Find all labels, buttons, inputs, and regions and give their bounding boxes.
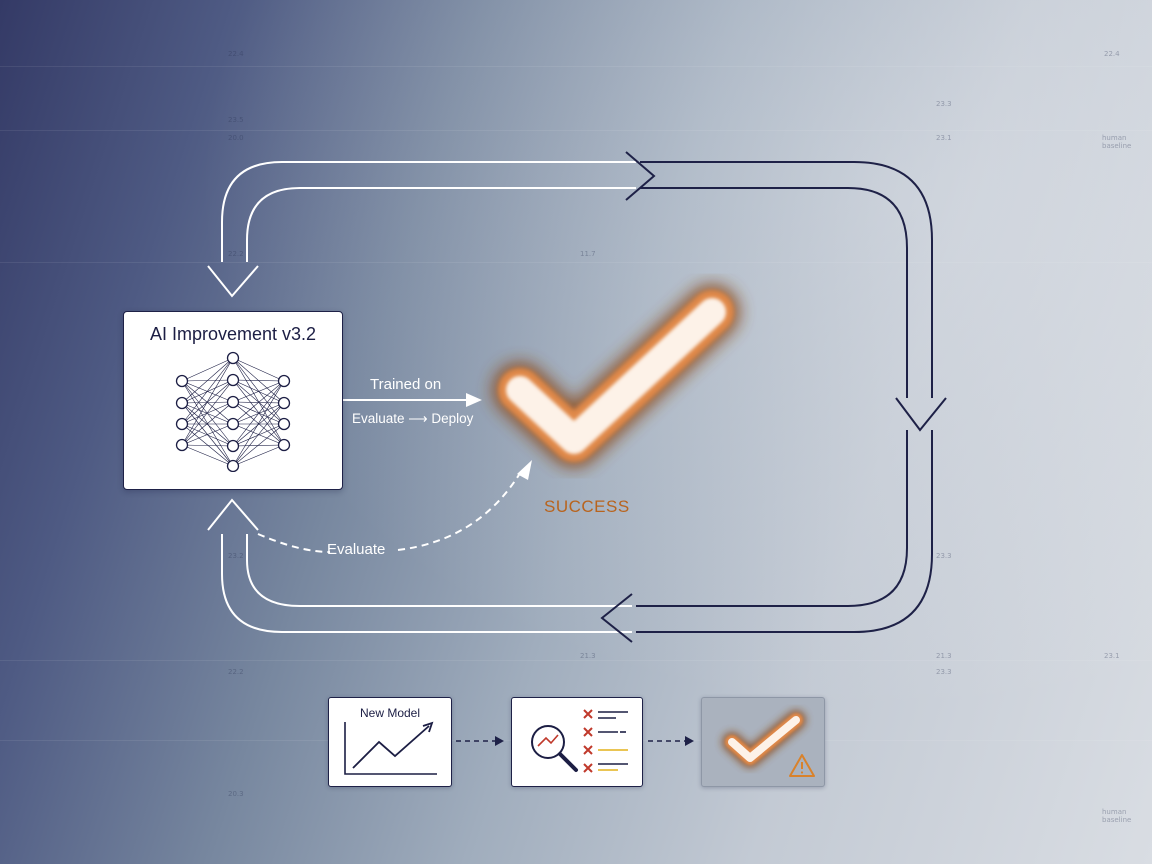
grid-line	[0, 660, 1152, 661]
arrow-evaluate-dashed	[257, 460, 532, 553]
line-chart-icon	[344, 721, 437, 775]
tick-label: human baseline	[1102, 808, 1132, 824]
tick-label: 21.3	[936, 652, 952, 660]
arrow-card-1-2	[456, 736, 504, 746]
neural-network-icon	[175, 351, 291, 472]
label-evaluate-deploy: Evaluate ⟶ Deploy	[352, 411, 474, 426]
arrow-card-2-3	[648, 736, 694, 746]
label-evaluate: Evaluate	[327, 541, 386, 558]
tick-label: 21.3	[580, 652, 596, 660]
x-icon	[583, 709, 593, 773]
tick-label: 23.5	[228, 116, 244, 124]
tick-label: 11.7	[580, 250, 596, 258]
card-new-model-title: New Model	[359, 706, 421, 720]
arrow-trained-on	[342, 393, 482, 407]
warning-icon	[789, 754, 815, 777]
tick-label: human baseline	[1102, 134, 1132, 150]
label-trained-on: Trained on	[370, 376, 442, 393]
tick-label: 22.4	[1104, 50, 1120, 58]
grid-line	[0, 66, 1152, 67]
grid-line	[0, 130, 1152, 131]
tick-label: 23.2	[228, 552, 244, 560]
magnifier-icon	[531, 709, 628, 773]
model-panel: AI Improvement v3.2	[123, 311, 343, 490]
check-icon	[722, 710, 806, 768]
tick-label: 23.1	[1104, 652, 1120, 660]
deploy-visual	[722, 710, 815, 777]
loop-arrow-white-bottom	[207, 498, 632, 633]
card-evaluation	[511, 697, 643, 787]
tick-label: 23.1	[936, 134, 952, 142]
check-icon	[492, 284, 740, 468]
success-label: SUCCESS	[544, 497, 630, 516]
tick-label: 22.4	[228, 50, 244, 58]
model-title: AI Improvement v3.2	[149, 324, 317, 344]
tick-label: 22.2	[228, 250, 244, 258]
loop-arrow-white-top	[207, 161, 636, 298]
tick-label: 22.2	[228, 668, 244, 676]
grid-line	[0, 262, 1152, 263]
tick-label: 23.3	[936, 100, 952, 108]
card-deploy-warning	[701, 697, 825, 787]
tick-label: 20.0	[228, 134, 244, 142]
tick-label: 20.3	[228, 790, 244, 798]
tick-label: 23.3	[936, 552, 952, 560]
tick-label: 23.3	[936, 668, 952, 676]
loop-arrow-navy	[600, 151, 947, 643]
card-new-model: New Model	[328, 697, 452, 787]
